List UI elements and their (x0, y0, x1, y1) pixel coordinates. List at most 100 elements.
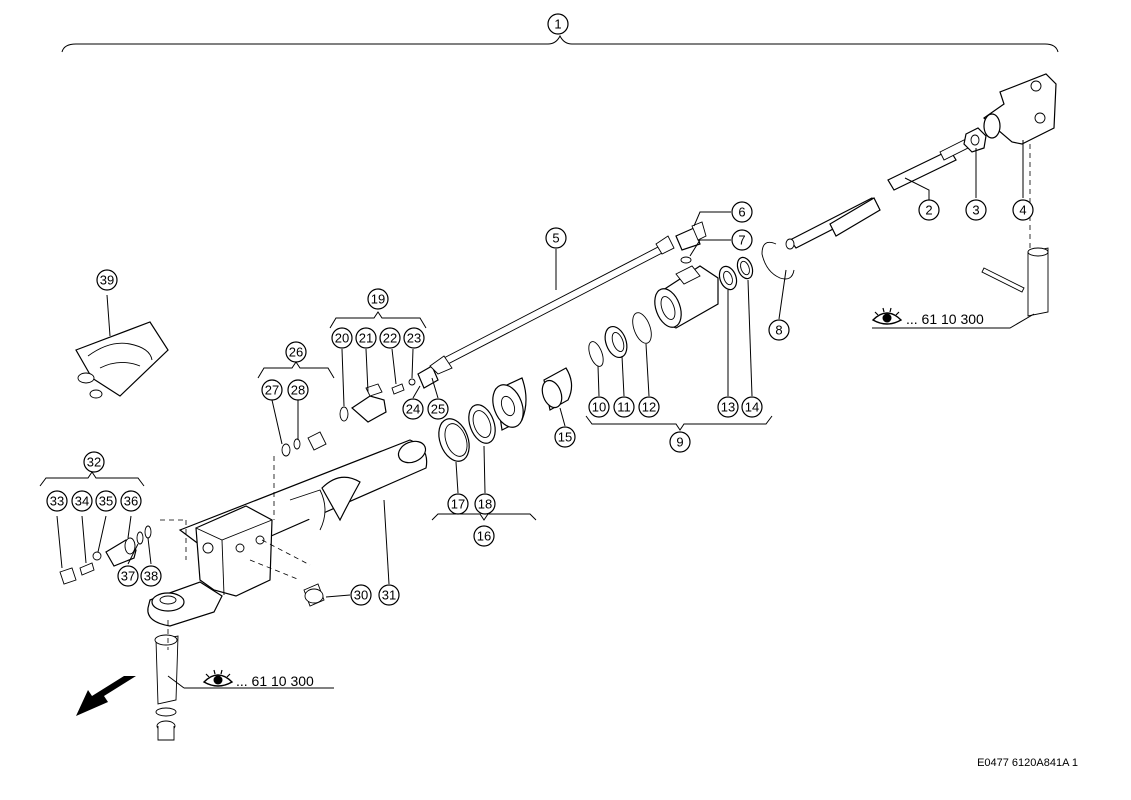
svg-text:38: 38 (144, 569, 158, 584)
drawing-code: E0477 6120A841A 1 (977, 757, 1078, 769)
callout-7: 7 (731, 229, 753, 251)
callout-14: 14 (741, 396, 763, 418)
check-valve-26 (281, 431, 327, 457)
callout-33: 33 (46, 490, 68, 512)
valve-36 (105, 537, 137, 567)
reference-text-upper: ... 61 10 300 (906, 311, 984, 327)
leader-22 (391, 348, 397, 385)
callout-12: 12 (638, 396, 660, 418)
callout-19: 19 (367, 288, 389, 310)
leader-25 (431, 377, 439, 399)
svg-text:2: 2 (925, 203, 932, 218)
callout-37: 37 (117, 565, 139, 587)
spring-34 (79, 562, 95, 576)
svg-text:6: 6 (738, 205, 745, 220)
callout-20: 20 (331, 327, 353, 349)
leader-35 (97, 515, 107, 553)
bracket-group-16 (431, 513, 537, 521)
svg-text:16: 16 (477, 529, 491, 544)
leader-38 (147, 537, 152, 565)
callout-27: 27 (261, 379, 283, 401)
cylinder-end-block (147, 505, 273, 627)
spacer-15 (541, 367, 573, 411)
pin-lower (154, 620, 179, 741)
svg-text:8: 8 (775, 323, 782, 338)
svg-text:39: 39 (100, 273, 114, 288)
leader-21 (365, 348, 369, 393)
callout-21: 21 (355, 327, 377, 349)
callout-32: 32 (83, 451, 105, 473)
leader-18 (483, 445, 486, 494)
svg-text:22: 22 (383, 331, 397, 346)
plug-33 (59, 567, 77, 585)
callout-11: 11 (613, 396, 635, 418)
svg-text:27: 27 (265, 383, 279, 398)
callout-6: 6 (731, 201, 753, 223)
oring-7 (680, 256, 692, 264)
svg-text:15: 15 (558, 430, 572, 445)
svg-text:7: 7 (738, 233, 745, 248)
ring-13 (718, 265, 738, 291)
svg-text:18: 18 (478, 497, 492, 512)
snap-ring-8 (761, 241, 795, 280)
svg-text:21: 21 (359, 331, 373, 346)
svg-text:37: 37 (121, 569, 135, 584)
svg-text:9: 9 (676, 435, 683, 450)
seal-12 (632, 312, 652, 344)
callout-16: 16 (473, 525, 495, 547)
callout-31: 31 (378, 584, 400, 606)
leader-36 (127, 515, 132, 539)
bracket-group-9 (585, 415, 773, 431)
svg-text:12: 12 (642, 400, 656, 415)
callout-39: 39 (96, 269, 118, 291)
callout-1: 1 (547, 13, 569, 35)
leader-33 (56, 515, 63, 569)
svg-text:30: 30 (354, 588, 368, 603)
callout-24: 24 (402, 398, 424, 420)
leader-2 (904, 177, 930, 200)
callout-17: 17 (447, 493, 469, 515)
svg-text:10: 10 (592, 400, 606, 415)
ball-35 (92, 551, 102, 561)
seal-kit-bag (75, 321, 169, 399)
ring-14 (736, 256, 754, 280)
callout-15: 15 (554, 426, 576, 448)
reference-text-lower: ... 61 10 300 (236, 673, 314, 689)
svg-text:17: 17 (451, 497, 465, 512)
callout-35: 35 (95, 490, 117, 512)
callout-26: 26 (285, 341, 307, 363)
leader-27 (271, 399, 283, 445)
piston-ring-17 (438, 418, 470, 462)
callout-2: 2 (918, 199, 940, 221)
hydraulic-line (429, 235, 675, 375)
leader-23 (411, 348, 414, 379)
pin-upper (981, 247, 1049, 317)
svg-text:35: 35 (99, 494, 113, 509)
callout-8: 8 (768, 319, 790, 341)
leader-34 (81, 515, 87, 564)
leader-7 (689, 239, 731, 257)
svg-text:14: 14 (745, 400, 759, 415)
leader-24 (412, 385, 421, 399)
leader-31 (383, 499, 390, 585)
eye-icon (202, 669, 234, 687)
callout-18: 18 (474, 493, 496, 515)
svg-text:1: 1 (554, 17, 561, 32)
svg-text:11: 11 (617, 400, 631, 415)
callout-34: 34 (71, 490, 93, 512)
callout-13: 13 (717, 396, 739, 418)
svg-text:25: 25 (431, 402, 445, 417)
svg-text:4: 4 (1019, 203, 1026, 218)
leader-37 (127, 543, 139, 565)
callout-22: 22 (379, 327, 401, 349)
elbow-fitting (675, 221, 707, 251)
leader-30 (325, 594, 351, 598)
svg-text:23: 23 (407, 331, 421, 346)
nut-3 (963, 127, 987, 153)
direction-arrow-icon (76, 676, 136, 716)
bracket-group-26 (257, 361, 335, 379)
callout-38: 38 (140, 565, 162, 587)
orings-37-38 (136, 525, 152, 545)
bracket-group-32 (39, 471, 145, 487)
